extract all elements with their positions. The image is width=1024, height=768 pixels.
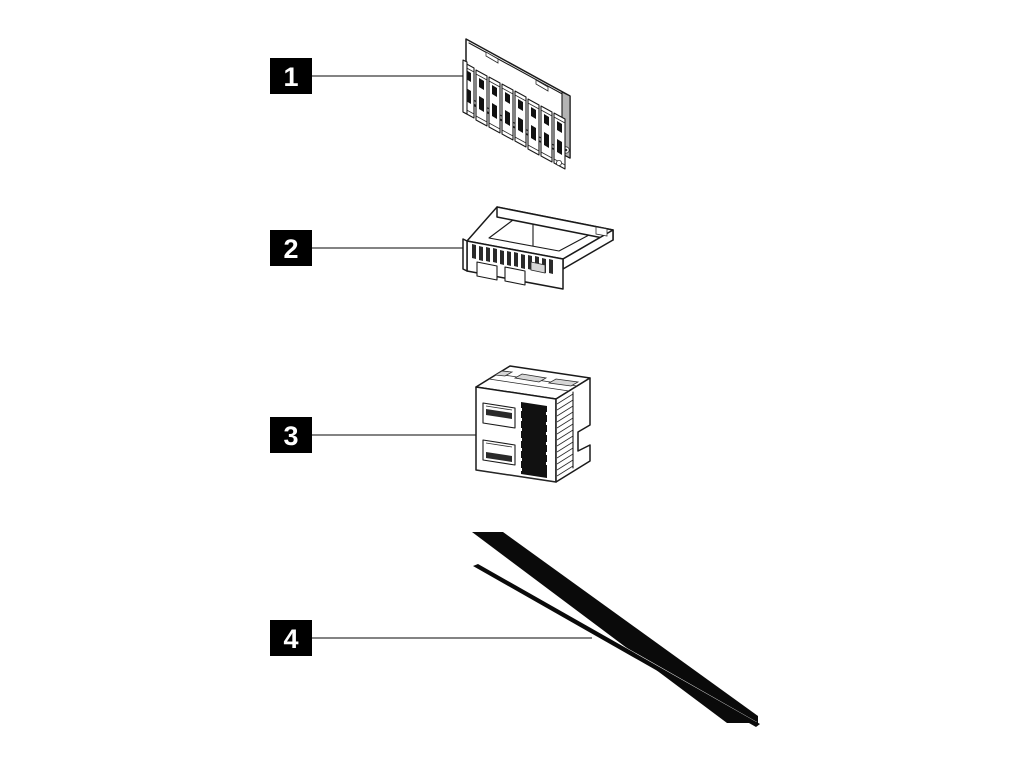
usb-port-lower-tongue [486, 452, 512, 462]
usb-bottom-edge [475, 469, 557, 483]
leader-lines [312, 75, 592, 639]
backplane-slot [553, 112, 566, 170]
callout-4-box[interactable] [270, 620, 312, 656]
backplane-slot [514, 90, 527, 148]
usb-pin-ridges [556, 391, 574, 477]
callout-1-number: 1 [283, 62, 298, 92]
backplane-left-post [462, 59, 468, 115]
part-drive-tray-filler [462, 206, 614, 290]
usb-top-ribs [488, 370, 580, 392]
callout-3-box[interactable] [270, 417, 312, 453]
tray-front-slot-left [476, 261, 498, 281]
backplane-top-rail [468, 42, 567, 97]
backplane-slot [540, 105, 553, 163]
backplane-slot [527, 98, 540, 156]
callout-3[interactable]: 3 [270, 417, 312, 453]
callout-2[interactable]: 2 [270, 230, 312, 266]
backplane-slot [488, 76, 501, 134]
backplane-top-tab-2 [535, 79, 549, 92]
usb-port-upper-tongue [486, 409, 512, 419]
callout-1[interactable]: 1 [270, 58, 312, 94]
cable-body [472, 532, 758, 723]
usb-shield-panel [521, 402, 547, 478]
callout-4-number: 4 [283, 624, 298, 654]
part-drive-backplane [462, 38, 571, 170]
backplane-mount-hole-bottom [556, 159, 563, 166]
cable-lower-edge [473, 564, 760, 727]
part-flat-ribbon-cable [472, 532, 760, 727]
callout-2-number: 2 [283, 234, 298, 264]
usb-shield-texture [519, 408, 549, 471]
tray-latch-tab [530, 261, 546, 274]
tray-front-slot-right [504, 266, 526, 286]
callout-2-box[interactable] [270, 230, 312, 266]
backplane-slot [475, 69, 488, 127]
callout-1-box[interactable] [270, 58, 312, 94]
part-usb-port-module [475, 365, 591, 483]
callout-4[interactable]: 4 [270, 620, 312, 656]
callout-3-number: 3 [283, 421, 298, 451]
tray-rear-tab [595, 226, 608, 237]
tray-left-wall [462, 238, 468, 272]
backplane-top-tab-1 [485, 51, 499, 64]
backplane-slot [501, 83, 514, 141]
